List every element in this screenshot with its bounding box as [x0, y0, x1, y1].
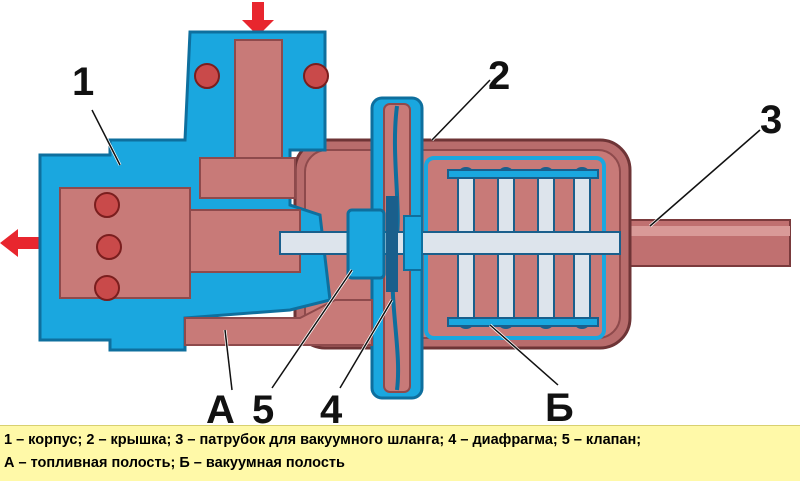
flow-in-arrow	[242, 2, 274, 36]
callout-4: 4	[320, 388, 343, 432]
callout-1: 1	[72, 60, 95, 104]
callout-5: 5	[252, 388, 275, 432]
legend-box: 1 – корпус; 2 – крышка; 3 – патрубок для…	[0, 425, 800, 481]
flow-out-arrow	[0, 229, 40, 257]
callout-b: Б	[545, 386, 574, 430]
legend-line-2: А – топливная полость; Б – вакуумная пол…	[4, 455, 345, 471]
callout-2: 2	[488, 54, 511, 98]
seal-rings	[94, 63, 329, 301]
vacuum-pipe	[609, 219, 791, 267]
callout-3: 3	[760, 98, 783, 142]
body-housing	[38, 30, 373, 352]
legend-line-1: 1 – корпус; 2 – крышка; 3 – патрубок для…	[4, 432, 642, 448]
valve-assembly	[279, 196, 621, 292]
callout-a: А	[206, 388, 235, 432]
leader-lines-dark	[91, 79, 761, 391]
regulator-drawing	[0, 2, 791, 400]
